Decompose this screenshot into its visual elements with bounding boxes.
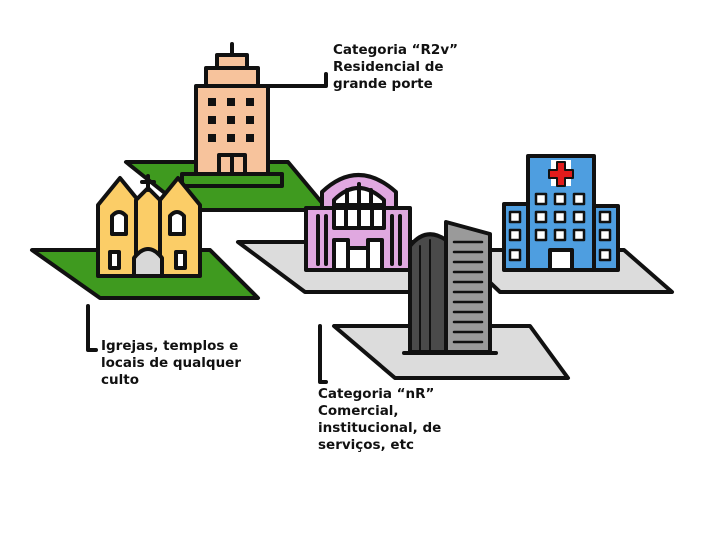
label-nr-line2: Comercial, <box>318 403 399 419</box>
igrejas-leader-line <box>86 304 98 352</box>
label-igrejas: Igrejas, templos e locais de qualquer cu… <box>101 338 241 389</box>
hospital-icon <box>502 154 620 272</box>
label-nr-line3: institucional, de <box>318 420 442 436</box>
label-r2v: Categoria “R2v” Residencial de grande po… <box>333 42 458 93</box>
r2v-leader-line <box>266 72 328 88</box>
label-r2v-line2: Residencial de <box>333 59 444 75</box>
label-igrejas-line3: culto <box>101 372 139 388</box>
label-nr-line1: Categoria “nR” <box>318 386 435 402</box>
station-building-icon <box>304 173 412 272</box>
church-icon <box>96 174 202 278</box>
label-nr-line4: serviços, etc <box>318 437 415 453</box>
label-igrejas-line1: Igrejas, templos e <box>101 338 239 354</box>
skyscraper-icon <box>402 220 498 355</box>
label-nr: Categoria “nR” Comercial, institucional,… <box>318 386 441 454</box>
label-r2v-line1: Categoria “R2v” <box>333 42 458 58</box>
label-r2v-line3: grande porte <box>333 76 433 92</box>
nr-leader-line <box>318 324 328 384</box>
label-igrejas-line2: locais de qualquer <box>101 355 241 371</box>
residential-building-icon <box>180 42 284 188</box>
